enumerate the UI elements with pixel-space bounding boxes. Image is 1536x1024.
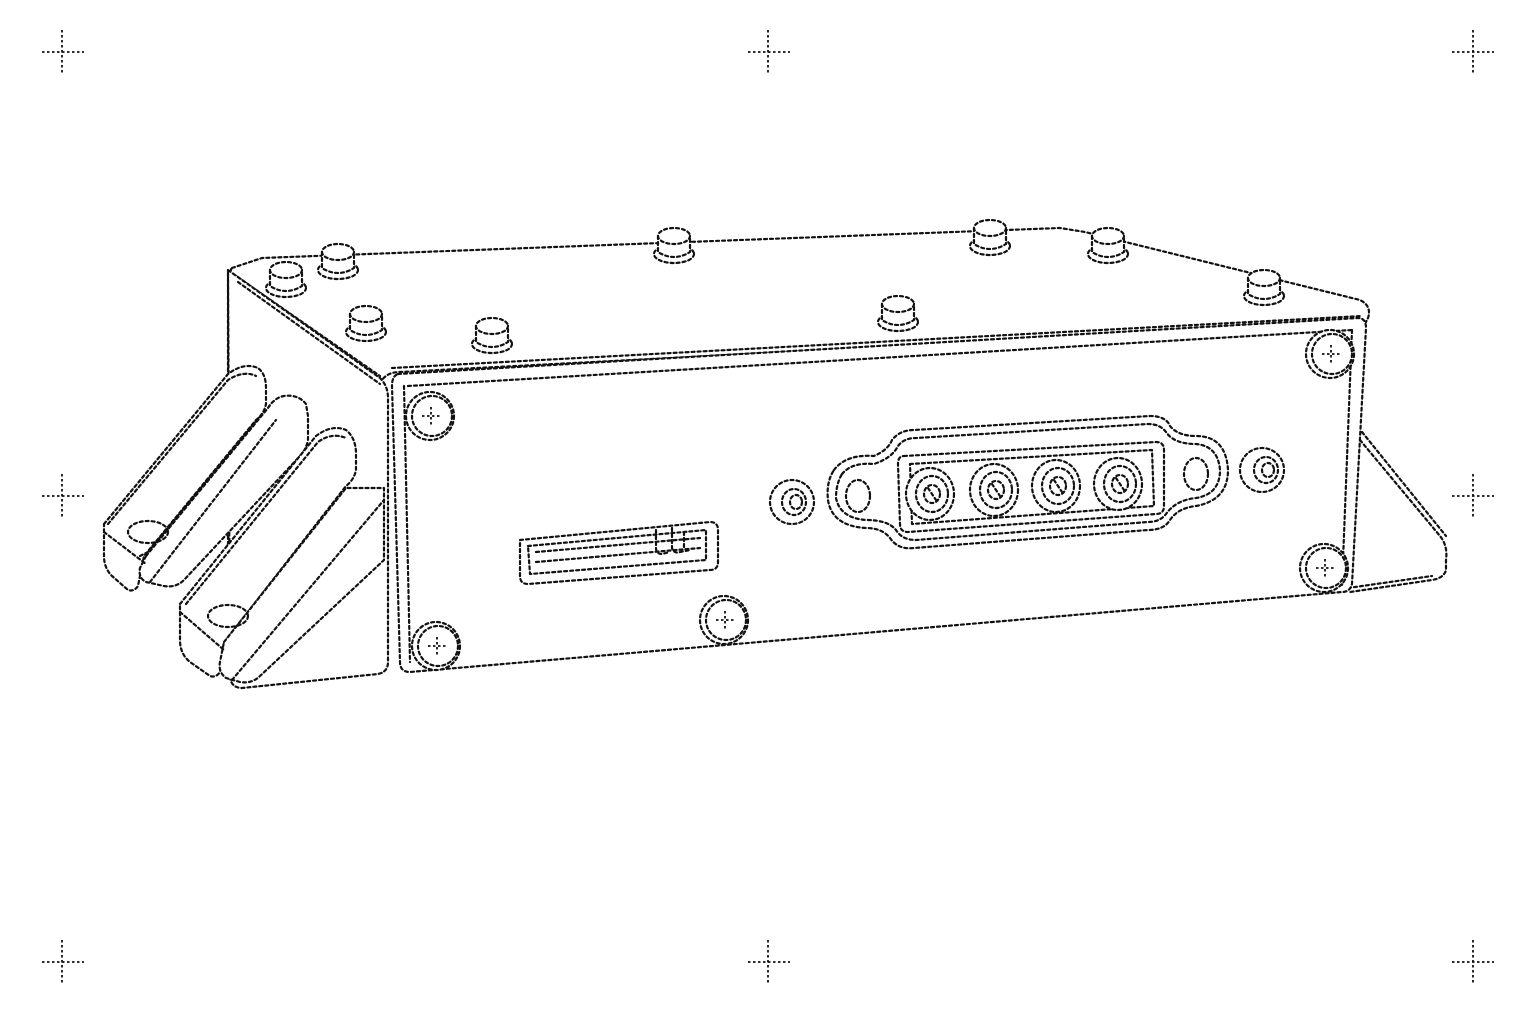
crop-mark-bottom-right [1452, 940, 1494, 984]
connector-pin [1092, 456, 1144, 512]
crop-mark-top-right [1452, 30, 1494, 74]
crop-mark-middle-right [1452, 474, 1494, 518]
standoff [470, 316, 514, 355]
standoff [1242, 268, 1286, 307]
standoff [316, 242, 360, 281]
screw [1304, 328, 1356, 380]
front-screws [404, 328, 1356, 672]
top-standoffs [264, 218, 1286, 355]
crop-mark-middle-left [42, 474, 84, 518]
connector-pin [904, 466, 956, 522]
screw [698, 594, 750, 646]
crop-mark-bottom-center [748, 940, 790, 984]
right-flange [1346, 430, 1448, 594]
crop-mark-bottom-left [42, 940, 84, 984]
standoff [344, 304, 388, 343]
right-jack [1238, 446, 1286, 494]
standoff [1086, 226, 1130, 265]
screw [1298, 542, 1350, 594]
standoff [968, 218, 1012, 257]
crop-mark-top-center [748, 30, 790, 74]
left-mounting-feet [102, 364, 386, 684]
connector-pin [968, 462, 1020, 518]
standoff [264, 260, 308, 299]
card-slot [518, 520, 720, 586]
left-jack [768, 478, 816, 526]
connector-pin [1030, 458, 1082, 514]
crop-mark-top-left [42, 30, 84, 74]
registration-marks [42, 30, 1494, 984]
standoff [652, 226, 696, 265]
standoff [876, 294, 920, 333]
screw [404, 390, 456, 442]
connector-pins [904, 456, 1144, 522]
screw [410, 620, 462, 672]
